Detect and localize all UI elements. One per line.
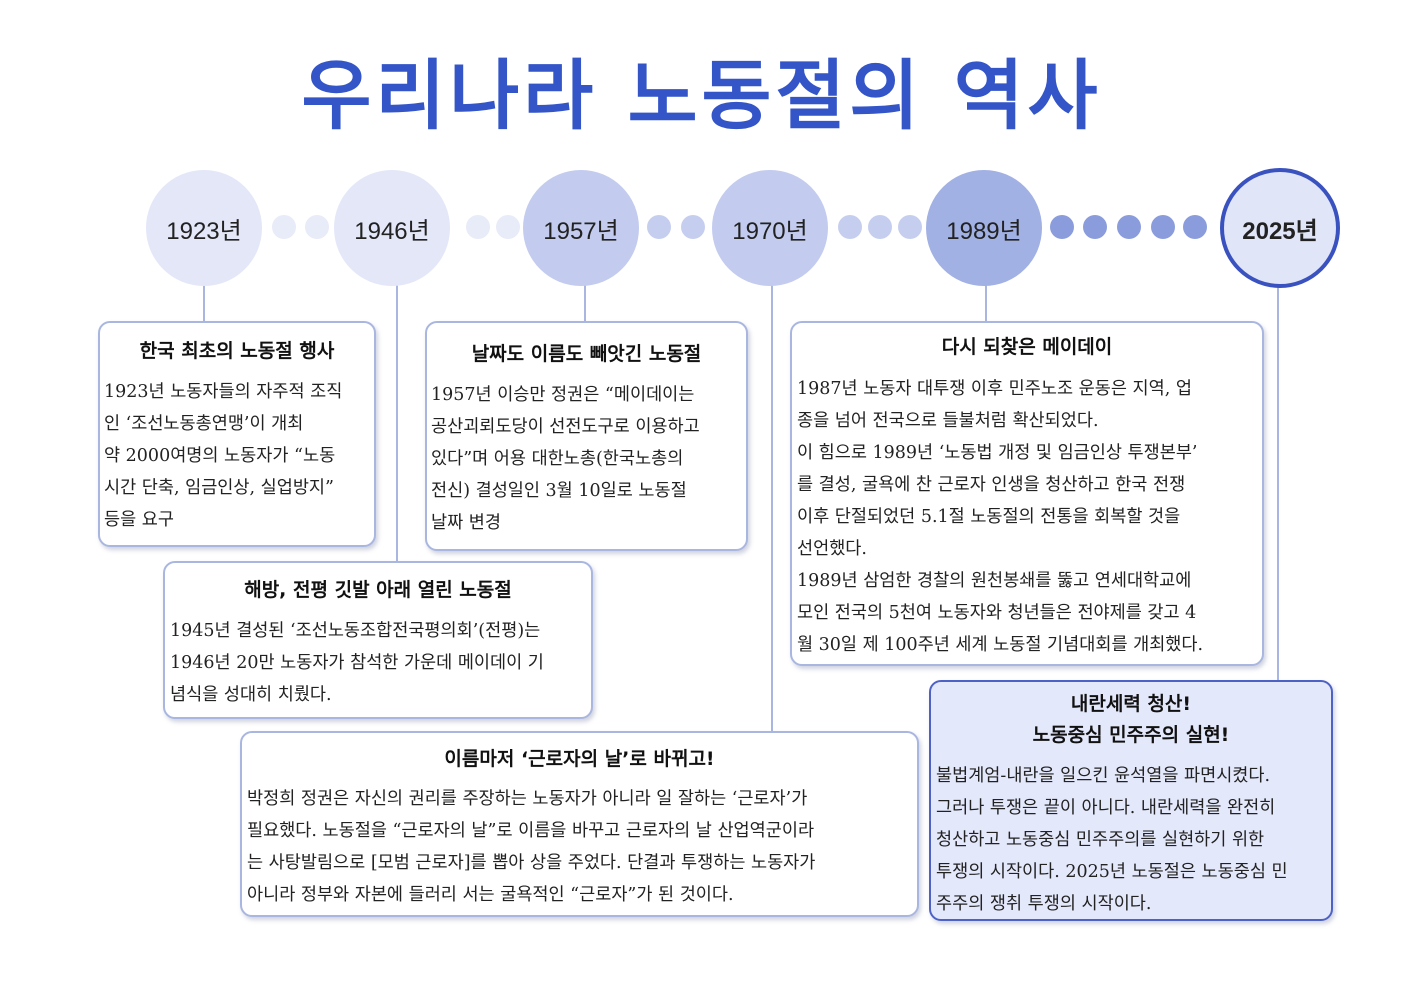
text-line: 1957년 이승만 정권은 “메이데이는 xyxy=(431,385,695,405)
text-line: 청산하고 노동중심 민주주의를 실현하기 위한 xyxy=(936,830,1265,850)
text-line: 그러나 투쟁은 끝이 아니다. 내란세력을 완전히 xyxy=(936,798,1276,818)
timeline-dot xyxy=(681,215,705,239)
timeline-dot xyxy=(305,215,329,239)
text-line: 이후 단절되었던 5.1절 노동절의 전통을 회복할 것을 xyxy=(797,507,1181,527)
connector-2025 xyxy=(1277,285,1279,681)
event-box-1970: 이름마저 ‘근로자의 날’로 바뀌고! 박정희 정권은 자신의 권리를 주장하는… xyxy=(240,731,919,917)
text-line: 종을 넘어 전국으로 들불처럼 확산되었다. xyxy=(797,411,1099,431)
connector-1989 xyxy=(985,285,987,321)
text-line: 날짜 변경 xyxy=(431,513,501,533)
event-box-2025: 내란세력 청산! 노동중심 민주주의 실현! 불법계엄-내란을 일으킨 윤석열을… xyxy=(929,680,1333,921)
text-line: 불법계엄-내란을 일으킨 윤석열을 파면시켰다. xyxy=(936,766,1271,786)
event-title-line-2: 노동중심 민주주의 실현! xyxy=(1032,724,1230,746)
connector-1923 xyxy=(203,285,205,322)
text-line: 전신) 결성일인 3월 10일로 노동절 xyxy=(431,481,687,501)
timeline-dot xyxy=(1083,215,1107,239)
text-line: 박정희 정권은 자신의 권리를 주장하는 노동자가 아니라 일 잘하는 ‘근로자… xyxy=(247,789,808,809)
text-line: 시간 단축, 임금인상, 실업방지” xyxy=(104,478,334,498)
timeline-dot xyxy=(1151,215,1175,239)
event-text: 1923년 노동자들의 자주적 조직 인 ‘조선노동총연맹’이 개최 약 200… xyxy=(104,376,368,536)
event-title: 한국 최초의 노동절 행사 xyxy=(139,340,335,362)
event-title: 다시 되찾은 메이데이 xyxy=(941,336,1113,358)
text-line: 1987년 노동자 대투쟁 이후 민주노조 운동은 지역, 업 xyxy=(797,379,1192,399)
text-line: 투쟁의 시작이다. 2025년 노동절은 노동중심 민 xyxy=(936,862,1288,882)
timeline-dot xyxy=(838,215,862,239)
timeline-dot xyxy=(1117,215,1141,239)
timeline-dot xyxy=(272,215,296,239)
text-line: 모인 전국의 5천여 노동자와 청년들은 전야제를 갖고 4 xyxy=(797,603,1197,623)
text-line: 1945년 결성된 ‘조선노동조합전국평의회’(전평)는 xyxy=(170,621,541,641)
timeline-dot xyxy=(1050,215,1074,239)
text-line: 는 사탕발림으로 [모범 근로자]를 뽑아 상을 주었다. 단결과 투쟁하는 노… xyxy=(247,853,816,873)
event-text: 불법계엄-내란을 일으킨 윤석열을 파면시켰다. 그러나 투쟁은 끝이 아니다.… xyxy=(936,760,1326,920)
year-1946-circle: 1946년 xyxy=(334,170,450,286)
event-text: 1987년 노동자 대투쟁 이후 민주노조 운동은 지역, 업 종을 넘어 전국… xyxy=(797,373,1257,661)
timeline-dot xyxy=(898,215,922,239)
text-line: 약 2000여명의 노동자가 “노동 xyxy=(104,446,336,466)
page-title: 우리나라 노동절의 역사 xyxy=(301,51,1102,140)
event-box-1957: 날짜도 이름도 빼앗긴 노동절 1957년 이승만 정권은 “메이데이는 공산괴… xyxy=(425,321,748,551)
text-line: 이 힘으로 1989년 ‘노동법 개정 및 임금인상 투쟁본부’ xyxy=(797,443,1198,463)
text-line: 있다”며 어용 대한노총(한국노총의 xyxy=(431,449,684,469)
event-box-1989: 다시 되찾은 메이데이 1987년 노동자 대투쟁 이후 민주노조 운동은 지역… xyxy=(790,321,1264,666)
text-line: 념식을 성대히 치뤘다. xyxy=(170,685,332,705)
text-line: 1989년 삼엄한 경찰의 원천봉쇄를 뚫고 연세대학교에 xyxy=(797,571,1192,591)
event-text: 1945년 결성된 ‘조선노동조합전국평의회’(전평)는 1946년 20만 노… xyxy=(170,615,586,711)
text-line: 월 30일 제 100주년 세계 노동절 기념대회를 개최했다. xyxy=(797,635,1204,655)
timeline-dot xyxy=(466,215,490,239)
connector-1946 xyxy=(396,285,398,563)
text-line: 1946년 20만 노동자가 참석한 가운데 메이데이 기 xyxy=(170,653,544,673)
year-1989-circle: 1989년 xyxy=(926,170,1042,286)
connector-1970 xyxy=(771,285,773,731)
text-line: 선언했다. xyxy=(797,539,867,559)
event-title: 날짜도 이름도 빼앗긴 노동절 xyxy=(471,343,702,365)
year-1923-circle: 1923년 xyxy=(146,170,262,286)
text-line: 필요했다. 노동절을 “근로자의 날”로 이름을 바꾸고 근로자의 날 산업역군… xyxy=(247,821,815,841)
event-title-line-1: 내란세력 청산! xyxy=(1070,693,1192,715)
text-line: 아니라 정부와 자본에 들러리 서는 굴욕적인 “근로자”가 된 것이다. xyxy=(247,885,734,905)
year-1970-circle: 1970년 xyxy=(712,170,828,286)
text-line: 공산괴뢰도당이 선전도구로 이용하고 xyxy=(431,417,700,437)
event-title: 이름마저 ‘근로자의 날’로 바뀌고! xyxy=(444,748,715,770)
text-line: 인 ‘조선노동총연맹’이 개최 xyxy=(104,414,304,434)
text-line: 주주의 쟁취 투쟁의 시작이다. xyxy=(936,894,1152,914)
year-1957-circle: 1957년 xyxy=(523,170,639,286)
timeline-dot xyxy=(1183,215,1207,239)
event-title: 해방, 전평 깃발 아래 열린 노동절 xyxy=(244,579,512,601)
timeline-dot xyxy=(647,215,671,239)
event-box-1946: 해방, 전평 깃발 아래 열린 노동절 1945년 결성된 ‘조선노동조합전국평… xyxy=(163,561,593,719)
text-line: 1923년 노동자들의 자주적 조직 xyxy=(104,382,343,402)
year-2025-circle: 2025년 xyxy=(1220,168,1340,288)
timeline-dot xyxy=(496,215,520,239)
text-line: 등을 요구 xyxy=(104,510,174,530)
connector-1957 xyxy=(584,285,586,322)
timeline-dot xyxy=(868,215,892,239)
event-box-1923: 한국 최초의 노동절 행사 1923년 노동자들의 자주적 조직 인 ‘조선노동… xyxy=(98,321,376,547)
event-text: 박정희 정권은 자신의 권리를 주장하는 노동자가 아니라 일 잘하는 ‘근로자… xyxy=(247,783,912,911)
text-line: 를 결성, 굴욕에 찬 근로자 인생을 청산하고 한국 전쟁 xyxy=(797,475,1186,495)
event-text: 1957년 이승만 정권은 “메이데이는 공산괴뢰도당이 선전도구로 이용하고 … xyxy=(431,379,740,539)
